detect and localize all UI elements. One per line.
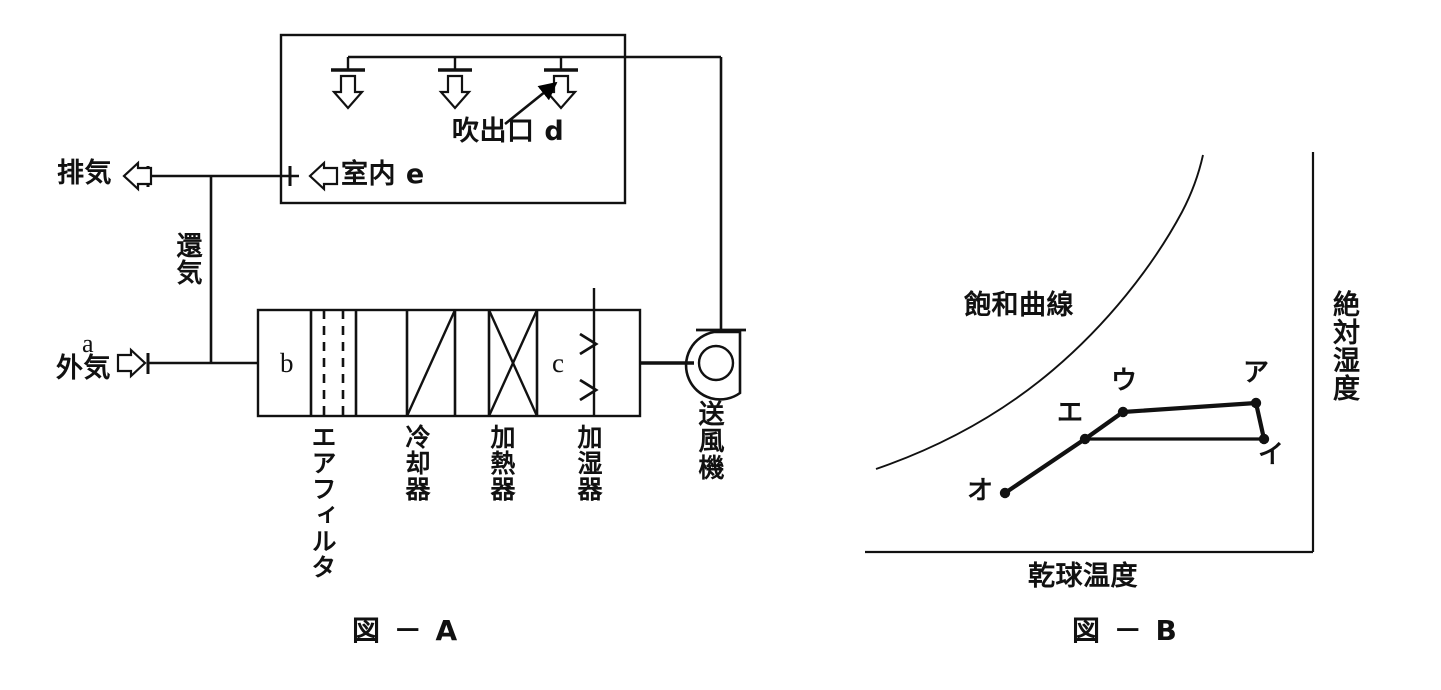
saturation-curve bbox=[875, 154, 1204, 470]
exhaust-label: 排気 bbox=[57, 158, 112, 189]
outlet-d-leader-arrow bbox=[504, 81, 558, 126]
supply-outlet-arrow-1 bbox=[331, 74, 365, 110]
x-axis-label: 乾球温度 bbox=[1028, 561, 1138, 592]
figure-a-caption: 図 － A bbox=[352, 614, 460, 647]
air-filter-element bbox=[309, 310, 358, 416]
supply-header-duct bbox=[331, 55, 721, 72]
return-air-label: 還気 bbox=[172, 232, 202, 286]
room-box bbox=[279, 33, 627, 205]
segment-e-u bbox=[1082, 409, 1126, 442]
segment-o-e bbox=[1002, 436, 1088, 496]
humidifier-label: 加湿器 bbox=[574, 424, 603, 502]
humidifier-point-label: c bbox=[552, 348, 565, 378]
marker-point-e bbox=[1079, 433, 1091, 445]
room-return-opening bbox=[281, 166, 299, 186]
psychrometric-chart-axes bbox=[865, 152, 1315, 554]
segment-a-i bbox=[1253, 400, 1267, 442]
room-return-label: 室内 e bbox=[341, 159, 425, 190]
ahu-inlet-point-label: b bbox=[280, 348, 294, 378]
air-filter-label: エアフィルタ bbox=[308, 424, 337, 580]
cooling-coil-element bbox=[405, 309, 457, 417]
heating-coil-element bbox=[487, 309, 539, 417]
outside-air-arrow bbox=[116, 347, 147, 379]
process-point-markers bbox=[999, 397, 1270, 499]
supply-fan bbox=[684, 57, 746, 401]
supply-outlet-arrow-3 bbox=[544, 74, 578, 110]
point-label-i: イ bbox=[1258, 440, 1285, 470]
point-label-u: ウ bbox=[1111, 366, 1138, 396]
supply-fan-label: 送風機 bbox=[694, 400, 724, 481]
return-and-exhaust-ducts bbox=[146, 166, 281, 374]
outlet-d-label: 吹出口 d bbox=[452, 116, 565, 147]
marker-point-u bbox=[1117, 406, 1129, 418]
marker-point-a bbox=[1250, 397, 1262, 409]
segment-u-a bbox=[1120, 400, 1259, 415]
supply-outlet-arrow-2 bbox=[438, 74, 472, 110]
marker-point-o bbox=[999, 487, 1011, 499]
saturation-curve-label: 飽和曲線 bbox=[964, 290, 1074, 321]
heating-coil-label: 加熱器 bbox=[487, 424, 516, 502]
figure-b-caption: 図 － B bbox=[1072, 614, 1179, 647]
supply-outlet-arrows bbox=[331, 74, 578, 110]
point-label-e: エ bbox=[1057, 398, 1084, 428]
process-path bbox=[1002, 400, 1267, 496]
cooling-coil-label: 冷却器 bbox=[402, 424, 431, 502]
room-return-arrow bbox=[308, 160, 339, 192]
marker-point-i bbox=[1258, 433, 1270, 445]
point-label-a: ア bbox=[1243, 358, 1270, 388]
y-axis-label: 絶対湿度 bbox=[1328, 290, 1359, 402]
outside-air-label: 外気 bbox=[56, 353, 111, 384]
exhaust-arrow bbox=[122, 160, 153, 192]
outside-air-point-label: a bbox=[82, 329, 95, 358]
point-label-o: オ bbox=[967, 476, 994, 506]
humidifier-element bbox=[579, 288, 599, 416]
